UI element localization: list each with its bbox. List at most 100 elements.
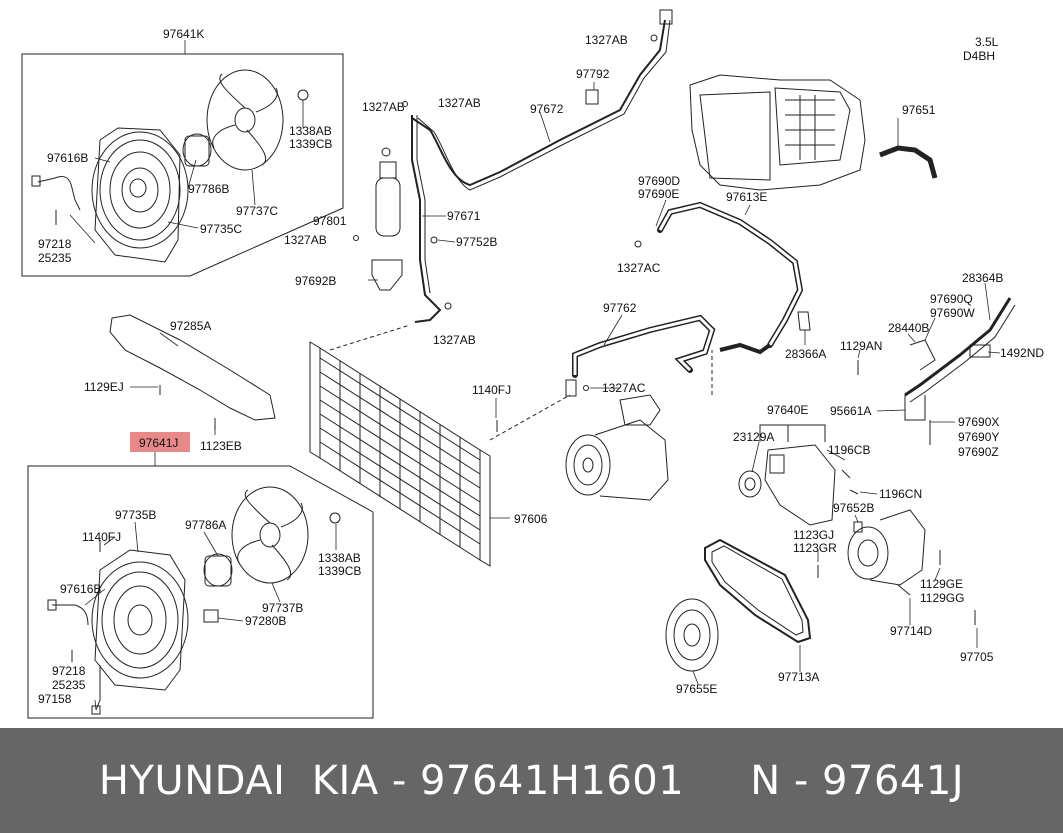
drain-hose (879, 145, 938, 179)
part-label: 1327AB (438, 96, 481, 110)
part-label: 25235 (38, 251, 72, 265)
footer-banner: HYUNDAI KIA - 97641H1601 N - 97641J (0, 728, 1063, 833)
part-label: 97285A (170, 319, 211, 333)
part-label: 97652B (833, 501, 874, 515)
part-label: 1327AC (617, 261, 661, 275)
condenser (309, 341, 491, 567)
fan-motor-bottom (203, 553, 233, 623)
engine-displacement: 3.5L (975, 35, 999, 49)
part-label: 97690Q (930, 292, 973, 306)
part-label: 1339CB (318, 564, 361, 578)
part-label: 95661A (830, 404, 871, 418)
part-label: 1338AB (318, 551, 361, 565)
fan-motor-top (182, 133, 212, 167)
part-label: 97280B (245, 614, 286, 628)
part-label: 1129GE (920, 577, 963, 591)
part-label: 97735C (200, 222, 242, 236)
part-label: 97737C (236, 204, 278, 218)
part-label: 28440B (888, 321, 929, 335)
compressor-2 (847, 509, 926, 586)
part-label: 97792 (576, 67, 610, 81)
part-label: 97690E (638, 187, 679, 201)
part-label: 97690W (930, 306, 975, 320)
nut-top (297, 89, 309, 101)
engine-code: D4BH (963, 49, 995, 63)
parts-diagram: 3.5L D4BH 97641K 97616B 97218 25235 9773… (21, 9, 1044, 719)
drive-belt (704, 538, 812, 644)
ac-line-97671 (411, 115, 442, 323)
part-label: 97218 (38, 237, 72, 251)
part-label: 97613E (726, 190, 767, 204)
fan-shroud-top (91, 127, 189, 263)
evaporator-unit (689, 74, 866, 191)
part-label: 97671 (447, 209, 481, 223)
part-label: 28364B (962, 271, 1003, 285)
part-label: 97786B (188, 182, 229, 196)
compressor-bracket (738, 444, 836, 526)
nut-bottom (329, 512, 341, 524)
part-label: 1123GR (793, 541, 837, 555)
sensor-wire-97158 (95, 665, 101, 711)
fan-shroud-bottom (91, 549, 189, 691)
part-label: 1492ND (1000, 346, 1044, 360)
clutch-pulley (665, 598, 719, 672)
part-label: 1123EB (200, 439, 242, 453)
part-label: 97672 (530, 102, 564, 116)
part-label: 97651 (902, 103, 936, 117)
bracket-97285A (109, 314, 276, 421)
sensor-connector-top (31, 175, 41, 187)
part-label: 97690D (638, 174, 680, 188)
fan-assembly-box-bottom (27, 465, 374, 719)
part-label: 1123GJ (793, 528, 834, 542)
part-label: 28366A (785, 347, 826, 361)
part-label: 97690X (958, 415, 999, 429)
part-label: 97158 (38, 692, 72, 706)
part-label: 97690Z (958, 445, 999, 459)
part-label: 97714D (890, 624, 932, 638)
part-label: 1327AB (284, 233, 327, 247)
part-label: 97713A (778, 670, 819, 684)
part-label: 1339CB (289, 137, 332, 151)
compressor-main (565, 394, 669, 501)
part-label: 97218 (52, 664, 86, 678)
part-label: 97762 (603, 301, 637, 315)
part-label: 1129AN (840, 339, 882, 353)
part-label: 1129GG (920, 591, 964, 605)
part-label: 1140FJ (472, 383, 511, 397)
part-label: 1196CN (879, 487, 922, 501)
part-label: 97616B (60, 582, 101, 596)
part-label: 1196CB (828, 443, 870, 457)
part-label: 97752B (456, 235, 497, 249)
part-label: 97690Y (958, 430, 999, 444)
part-label: 97735B (115, 508, 156, 522)
part-label: 97786A (185, 518, 226, 532)
part-label: 1327AC (602, 381, 646, 395)
part-label-97641K: 97641K (163, 27, 204, 41)
part-label: 1327AB (585, 33, 628, 47)
fan-blade-bottom (231, 486, 309, 584)
part-label: 97705 (960, 650, 994, 664)
part-label: 1327AB (362, 100, 405, 114)
part-label: 1338AB (289, 124, 332, 138)
fan-blade-top (206, 69, 284, 171)
part-label: 97692B (295, 274, 336, 288)
part-label: 97801 (313, 214, 347, 228)
part-label: 23129A (733, 430, 774, 444)
pipe-assembly (904, 297, 1016, 445)
part-label: 97655E (676, 682, 717, 696)
sensor-wire-top (37, 175, 81, 211)
part-label: 1129EJ (84, 380, 124, 394)
fan-assembly-box-top (21, 53, 344, 277)
footer-part-numbers: HYUNDAI KIA - 97641H1601 N - 97641J (98, 757, 965, 804)
receiver-drier (371, 161, 403, 291)
part-label: 25235 (52, 678, 86, 692)
part-label: 97616B (47, 151, 88, 165)
part-label: 97640E (767, 403, 808, 417)
sensor-wire-bottom (52, 604, 89, 626)
part-label: 1327AB (433, 333, 476, 347)
part-label: 97737B (262, 601, 303, 615)
part-label: 1140FJ (82, 530, 121, 544)
part-label-highlighted: 97641J (139, 436, 178, 450)
highlight-box-97641J (130, 432, 190, 452)
part-label: 97606 (514, 512, 548, 526)
